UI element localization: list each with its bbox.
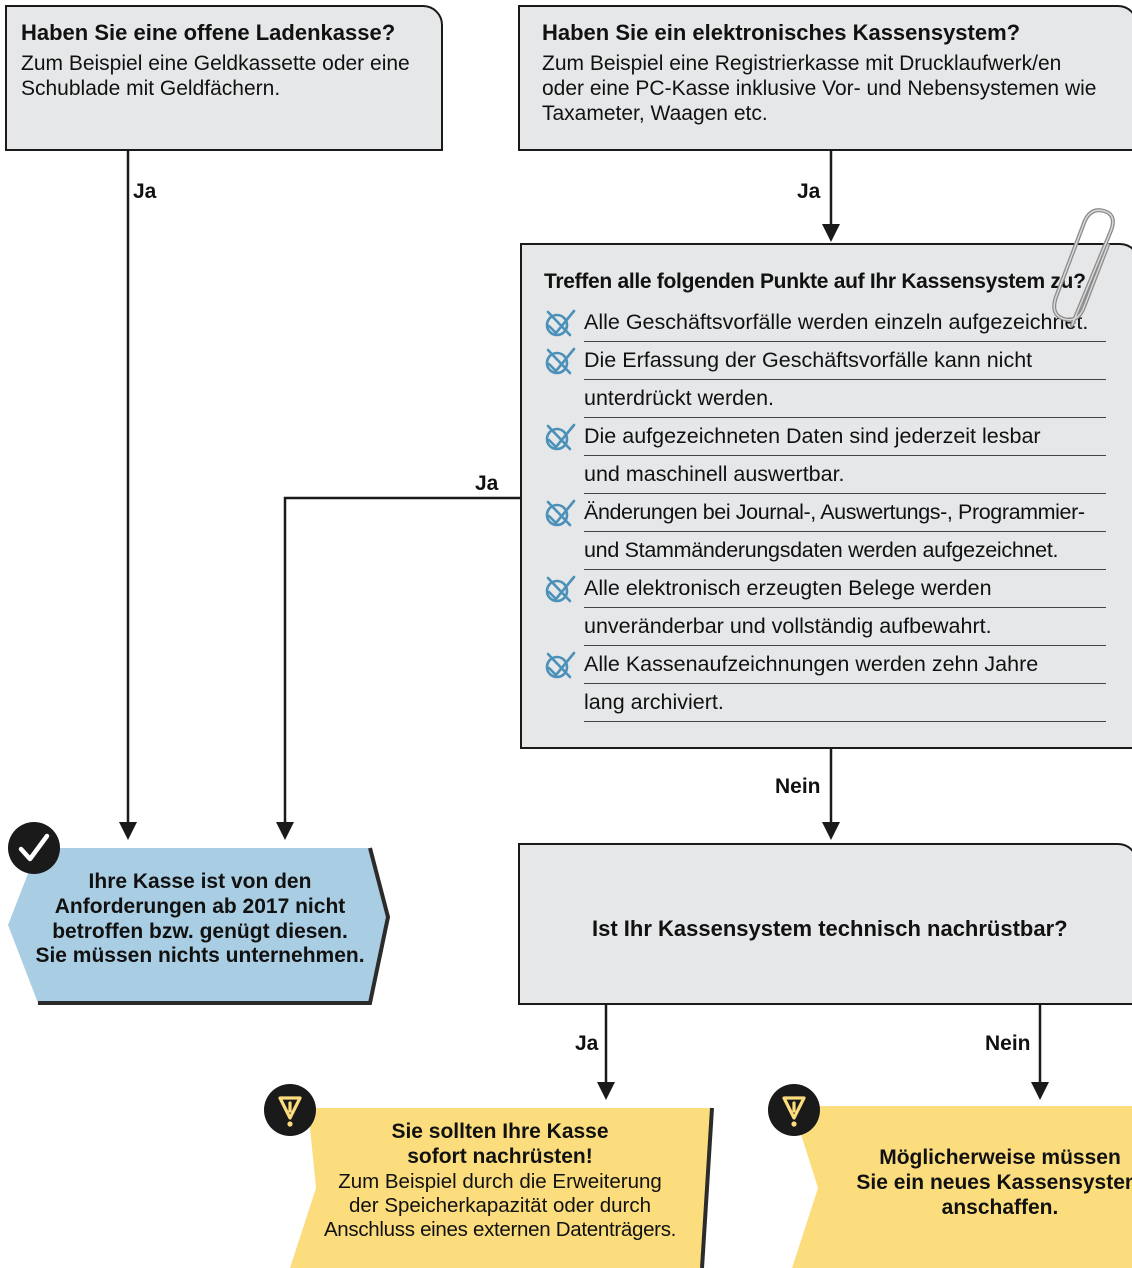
edge-label-electronic-yes: Ja (797, 180, 821, 203)
question-upgradeable: Ist Ihr Kassensystem technisch nachrüstb… (518, 843, 1132, 1005)
criteria-item-line: Alle Geschäftsvorfälle werden einzeln au… (584, 304, 1106, 343)
arrowhead (276, 822, 294, 840)
criteria-item: Alle elektronisch erzeugten Belege werde… (544, 570, 1106, 647)
edge-label-upgrade-no: Nein (985, 1032, 1031, 1055)
criteria-item-line: und Stammänderungsdaten werden aufgezeic… (584, 532, 1106, 571)
criteria-item: Alle Kassenaufzeichnungen werden zehn Ja… (544, 646, 1106, 723)
arrowhead (119, 822, 137, 840)
arrowhead (1031, 1082, 1049, 1100)
criteria-item-line: Alle Kassenaufzeichnungen werden zehn Ja… (584, 646, 1106, 685)
checkbox-checked-icon (545, 499, 576, 527)
edge-label-criteria-yes: Ja (475, 472, 499, 495)
criteria-item: Änderungen bei Journal-, Auswertungs-, P… (544, 494, 1106, 571)
criteria-item: Alle Geschäftsvorfälle werden einzeln au… (544, 304, 1106, 343)
arrowhead (597, 1082, 615, 1100)
criteria-item-line: lang archiviert. (584, 684, 1106, 723)
outcome-upgrade-text: Sie sollten Ihre Kasse sofort nachrüsten… (323, 1120, 677, 1241)
criteria-item-line: unterdrückt werden. (584, 380, 1106, 419)
criteria-item: Die Erfassung der Geschäftsvorfälle kann… (544, 342, 1106, 419)
question-criteria: Treffen alle folgenden Punkte auf Ihr Ka… (520, 243, 1132, 749)
edge-criteria-to-ok (283, 496, 520, 826)
checkbox-checked-icon (545, 423, 576, 451)
question-criteria-title: Treffen alle folgenden Punkte auf Ihr Ka… (544, 270, 1086, 293)
edge-label-criteria-no: Nein (775, 775, 821, 798)
question-open-register-text: Zum Beispiel eine Geldkassette oder eine… (21, 52, 410, 101)
outcome-ok-shape (8, 847, 391, 1005)
outcome-new-clip: Möglicherweise müssen Sie ein neues Kass… (800, 1106, 1132, 1268)
checkbox-checked-icon (545, 347, 576, 375)
checkbox-checked-icon (545, 651, 576, 679)
checkbox-checked-icon (545, 575, 576, 603)
question-upgradeable-title: Ist Ihr Kassensystem technisch nachrüstb… (592, 915, 1068, 941)
criteria-item-line: Die aufgezeichneten Daten sind jederzeit… (584, 418, 1106, 457)
warning-badge-icon (768, 1084, 820, 1136)
checkmark-badge-icon (8, 822, 60, 874)
question-open-register: Haben Sie eine offene Ladenkasse? Zum Be… (5, 5, 443, 151)
criteria-item-line: Alle elektronisch erzeugten Belege werde… (584, 570, 1106, 609)
outcome-ok-text: Ihre Kasse ist von den Anforderungen ab … (35, 870, 365, 968)
criteria-item-line: und maschinell auswertbar. (584, 456, 1106, 495)
edge-label-open-yes: Ja (133, 180, 157, 203)
arrowhead (822, 822, 840, 840)
criteria-item: Die aufgezeichneten Daten sind jederzeit… (544, 418, 1106, 495)
outcome-new-text: Möglicherweise müssen Sie ein neues Kass… (856, 1146, 1132, 1219)
warning-badge-icon (264, 1084, 316, 1136)
criteria-item-line: unveränderbar und vollständig aufbewahrt… (584, 608, 1106, 647)
arrowhead (822, 224, 840, 242)
outcome-new-shape (792, 1106, 1132, 1268)
question-open-register-title: Haben Sie eine offene Ladenkasse? (21, 20, 396, 45)
criteria-item-line: Die Erfassung der Geschäftsvorfälle kann… (584, 342, 1106, 381)
criteria-checklist: Alle Geschäftsvorfälle werden einzeln au… (544, 304, 1106, 723)
question-electronic-system-title: Haben Sie ein elektronisches Kassensyste… (542, 20, 1021, 45)
criteria-item-line: Änderungen bei Journal-, Auswertungs-, P… (584, 494, 1106, 533)
outcome-upgrade-shape (290, 1107, 714, 1268)
paperclip-icon (1052, 208, 1115, 327)
question-electronic-system: Haben Sie ein elektronisches Kassensyste… (518, 5, 1132, 151)
checkbox-checked-icon (545, 309, 576, 337)
question-electronic-system-text: Zum Beispiel eine Registrierkasse mit Dr… (542, 52, 1097, 125)
edge-label-upgrade-yes: Ja (575, 1032, 599, 1055)
